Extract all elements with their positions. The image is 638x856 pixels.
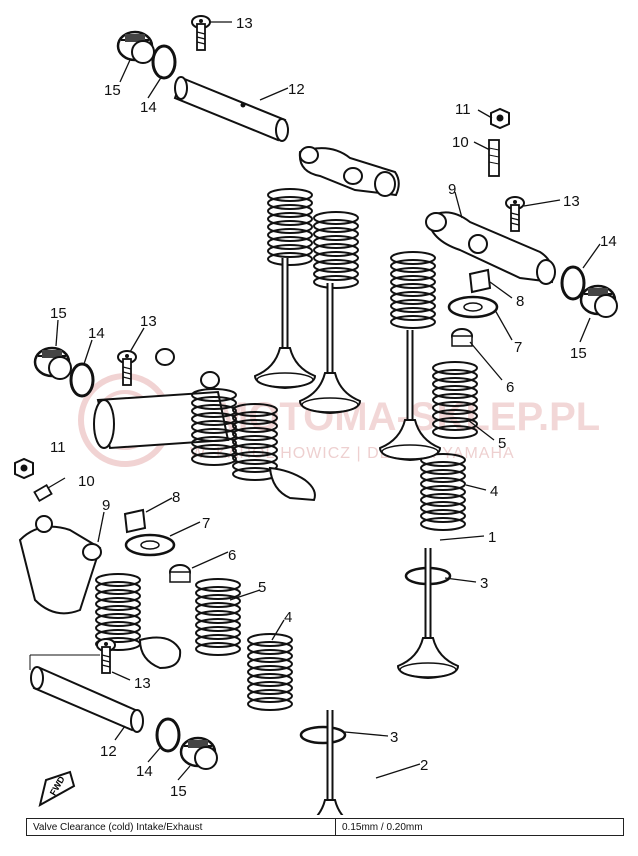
callout-15: 15 [570, 345, 587, 362]
callout-15: 15 [104, 82, 121, 99]
callout-13: 13 [140, 313, 157, 330]
callout-4: 4 [284, 609, 292, 626]
upper-rocker-assembly [116, 15, 400, 413]
callout-3: 3 [390, 729, 398, 746]
callout-13: 13 [134, 675, 151, 692]
callout-7: 7 [202, 515, 210, 532]
fwd-arrow: FWD [38, 770, 76, 807]
callout-7: 7 [514, 339, 522, 356]
callout-6: 6 [506, 379, 514, 396]
left-rocker-assembly [14, 346, 360, 815]
spec-label: Valve Clearance (cold) Intake/Exhaust [26, 818, 336, 836]
callout-14: 14 [88, 325, 105, 342]
callout-5: 5 [258, 579, 266, 596]
callout-9: 9 [448, 181, 456, 198]
callout-8: 8 [172, 489, 180, 506]
callout-12: 12 [288, 81, 305, 98]
valve-assembly-diagram: MOTOMA-SKLEP.PL W. KAROL HOWICZ | DEALER… [14, 15, 619, 815]
callout-6: 6 [228, 547, 236, 564]
callout-14: 14 [140, 99, 157, 116]
callout-15: 15 [170, 783, 187, 800]
table-row: Valve Clearance (cold) Intake/Exhaust 0.… [26, 818, 624, 836]
callout-14: 14 [136, 763, 153, 780]
callout-10: 10 [78, 473, 95, 490]
callout-2: 2 [420, 757, 428, 774]
right-rocker-assembly [380, 108, 619, 678]
callout-11: 11 [455, 101, 471, 118]
callout-10: 10 [452, 134, 469, 151]
callout-11: 11 [50, 439, 66, 456]
callout-12: 12 [100, 743, 117, 760]
callout-4: 4 [490, 483, 498, 500]
callout-14: 14 [600, 233, 617, 250]
callout-3: 3 [480, 575, 488, 592]
callout-8: 8 [516, 293, 524, 310]
callouts: 13 15 14 12 11 10 9 13 14 8 7 15 6 5 4 1… [50, 15, 617, 800]
valve-clearance-table: Valve Clearance (cold) Intake/Exhaust 0.… [26, 818, 624, 836]
callout-15: 15 [50, 305, 67, 322]
callout-5: 5 [498, 435, 506, 452]
leader-lines [47, 21, 601, 781]
callout-13: 13 [236, 15, 253, 32]
callout-13: 13 [563, 193, 580, 210]
callout-9: 9 [102, 497, 110, 514]
callout-1: 1 [488, 529, 496, 546]
spec-value: 0.15mm / 0.20mm [335, 818, 624, 836]
